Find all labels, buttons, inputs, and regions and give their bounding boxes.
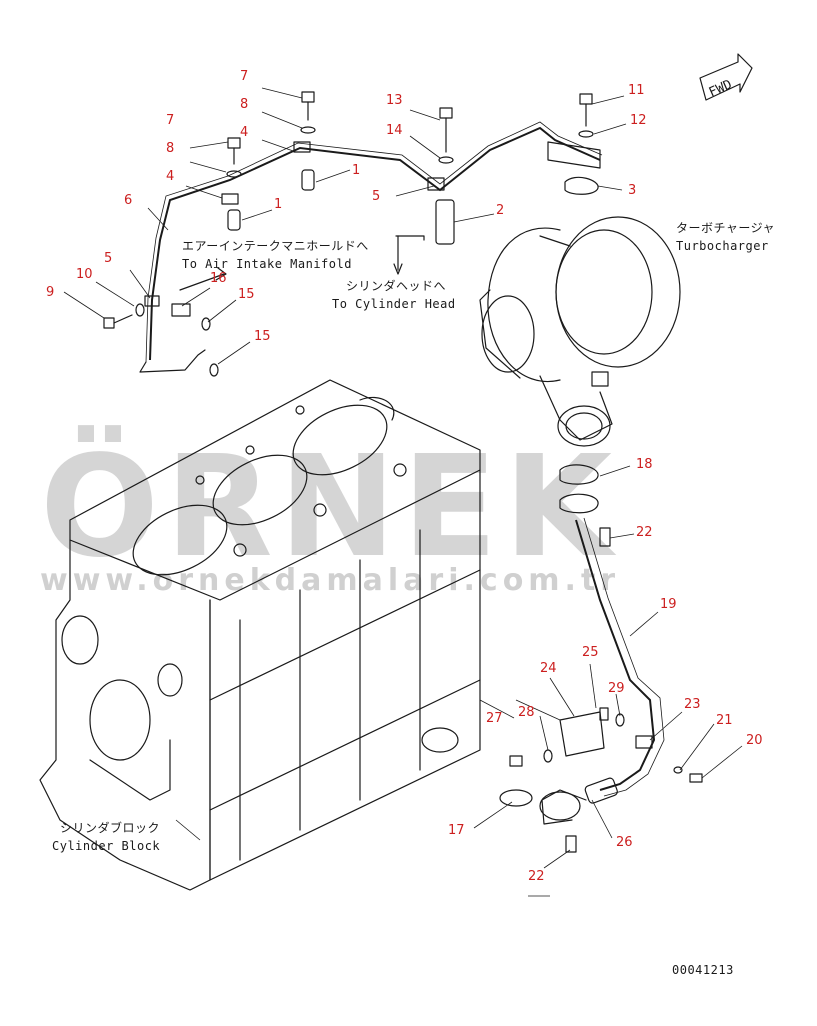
part-number: 6 xyxy=(124,193,132,208)
leader-lines xyxy=(63,87,743,869)
part-number: 5 xyxy=(104,251,112,266)
turbo-jp-label: ターボチャージャ xyxy=(676,221,775,235)
gasket-icon xyxy=(201,317,211,331)
bolt-icon xyxy=(103,317,115,329)
part-number: 2 xyxy=(496,203,504,218)
clamp-icon xyxy=(635,735,653,749)
bolt-icon xyxy=(509,755,523,767)
bolt-icon xyxy=(565,835,577,853)
gasket-icon xyxy=(559,464,599,485)
fwd-arrow-icon: FWD xyxy=(699,53,753,101)
part-number: 12 xyxy=(630,113,647,128)
tube-clamp xyxy=(144,295,160,307)
tube-connector-block xyxy=(547,141,601,169)
cylinder-head-en-label: To Cylinder Head xyxy=(332,297,456,311)
part-number: 17 xyxy=(448,823,465,838)
callout-labels: エアーインテークマニホールドへ To Air Intake Manifold シ… xyxy=(52,221,775,977)
upper-fasteners xyxy=(103,91,599,377)
part-number: 1 xyxy=(352,163,360,178)
part-number: 5 xyxy=(372,189,380,204)
part-number: 16 xyxy=(210,271,227,286)
washer-icon xyxy=(135,303,145,317)
part-number: 9 xyxy=(46,285,54,300)
fwd-label: FWD xyxy=(707,77,735,100)
cylinder-block xyxy=(39,379,481,891)
tube-clamp xyxy=(221,193,239,205)
spacer-icon xyxy=(301,169,315,191)
watermark-url: www.ornekdamalari.com.tr xyxy=(40,563,620,598)
part-number: 29 xyxy=(608,681,625,696)
part-number: 7 xyxy=(166,113,174,128)
turbo-en-label: Turbocharger xyxy=(676,239,769,253)
bolt-icon xyxy=(301,91,315,103)
spacer-icon xyxy=(227,209,241,231)
part-number: 7 xyxy=(240,69,248,84)
part-number: 13 xyxy=(386,93,403,108)
part-number: 22 xyxy=(528,869,545,884)
bolt-icon xyxy=(227,137,241,149)
part-number: 19 xyxy=(660,597,677,612)
part-number: 14 xyxy=(386,123,403,138)
part-number: 4 xyxy=(166,169,174,184)
fitting-icon xyxy=(171,303,191,317)
part-number: 15 xyxy=(254,329,271,344)
part-number: 11 xyxy=(628,83,645,98)
washer-icon xyxy=(438,156,454,164)
washer-icon xyxy=(226,170,242,178)
part-number: 1 xyxy=(274,197,282,212)
bolt-icon xyxy=(599,527,611,547)
turbocharger xyxy=(479,216,681,447)
hose-icon xyxy=(584,777,618,804)
bracket-icon xyxy=(559,711,605,757)
part-number: 10 xyxy=(76,267,93,282)
tube-clamp xyxy=(427,177,445,191)
oil-supply-tube xyxy=(139,121,603,373)
drawing-id: 00041213 xyxy=(672,963,734,977)
gasket-icon xyxy=(499,789,533,807)
washer-icon xyxy=(578,130,594,138)
part-number: 18 xyxy=(636,457,653,472)
cylinder-head-jp-label: シリンダヘッドへ xyxy=(346,278,446,293)
part-number: 8 xyxy=(166,141,174,156)
gasket-icon xyxy=(564,176,599,195)
part-number: 24 xyxy=(540,661,557,676)
part-number: 15 xyxy=(238,287,255,302)
part-number: 21 xyxy=(716,713,733,728)
spacer-icon xyxy=(435,199,455,245)
part-number: 22 xyxy=(636,525,653,540)
gasket-icon xyxy=(209,363,219,377)
part-number: 26 xyxy=(616,835,633,850)
part-number: 28 xyxy=(518,705,535,720)
part-number: 20 xyxy=(746,733,763,748)
washer-icon xyxy=(673,766,683,774)
part-number: 25 xyxy=(582,645,599,660)
block-jp-label: シリンダブロック xyxy=(60,820,160,835)
bolt-icon xyxy=(579,93,593,105)
part-number: 4 xyxy=(240,125,248,140)
washer-icon xyxy=(543,749,553,763)
oil-drain-tube xyxy=(499,464,703,853)
air-intake-jp-label: エアーインテークマニホールドへ xyxy=(182,239,369,253)
part-number: 3 xyxy=(628,183,636,198)
watermark: ÖRNEK www.ornekdamalari.com.tr xyxy=(40,424,620,598)
block-en-label: Cylinder Block xyxy=(52,839,160,853)
part-number: 23 xyxy=(684,697,701,712)
flange-icon xyxy=(559,493,599,514)
bolt-icon xyxy=(439,107,453,119)
part-number-labels: 7 8 4 1 7 8 4 1 6 5 10 9 16 15 15 13 14 … xyxy=(46,69,763,884)
flange-icon xyxy=(539,791,581,821)
part-number: 27 xyxy=(486,711,503,726)
air-intake-en-label: To Air Intake Manifold xyxy=(182,257,352,271)
reference-arrows xyxy=(179,235,425,291)
part-number: 8 xyxy=(240,97,248,112)
bolt-icon xyxy=(599,707,609,721)
washer-icon xyxy=(300,126,316,134)
tube-clamp xyxy=(293,141,311,153)
bolt-icon xyxy=(689,773,703,783)
